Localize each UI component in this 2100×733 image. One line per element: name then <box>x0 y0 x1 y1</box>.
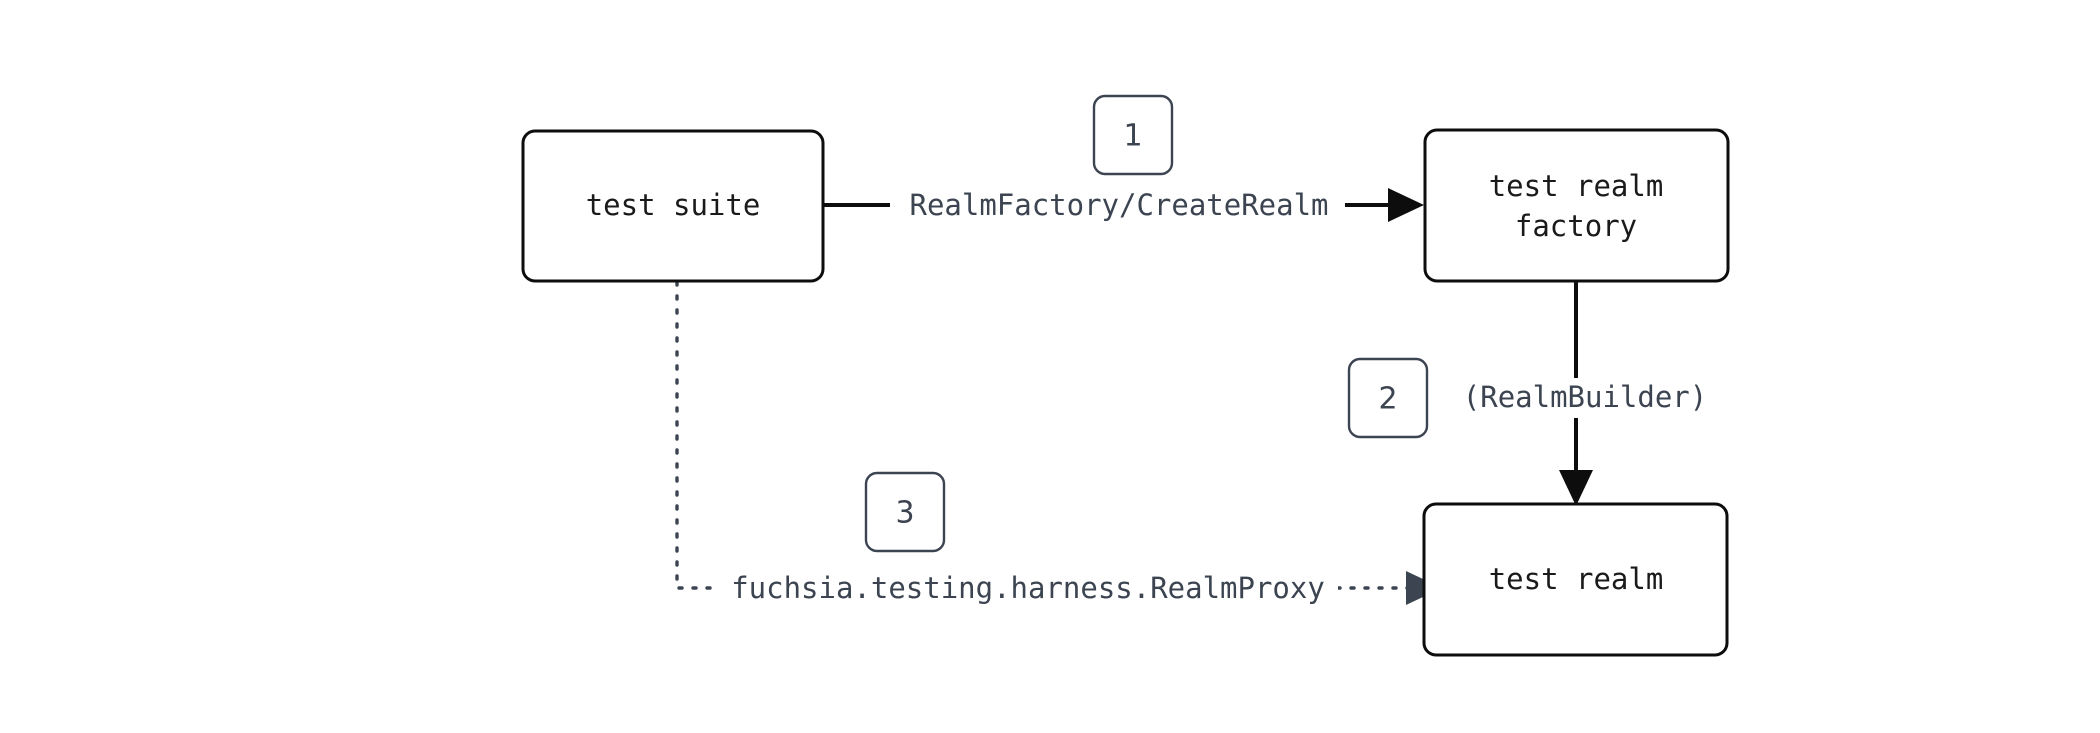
edge-realm-proxy-line <box>675 280 1412 590</box>
edge-realm-proxy: fuchsia.testing.harness.RealmProxy <box>675 280 1442 608</box>
edge-realm-builder: (RealmBuilder) <box>1448 280 1723 506</box>
step-badge-3[interactable]: 3 <box>864 471 946 553</box>
step-badge-2-label: 2 <box>1378 382 1397 417</box>
step-badge-3-label: 3 <box>895 496 914 531</box>
node-test-realm-factory[interactable]: test realm factory <box>1423 128 1730 283</box>
node-test-realm-box[interactable] <box>1422 502 1729 657</box>
node-test-realm-factory-label-line1: test realm <box>1489 169 1664 203</box>
node-test-realm-label: test realm <box>1489 562 1664 596</box>
step-badge-2[interactable]: 2 <box>1347 357 1429 439</box>
node-test-suite-box[interactable] <box>521 129 825 283</box>
edge-create-realm-label-bg <box>890 186 1345 226</box>
edge-realm-proxy-label-bg <box>718 568 1338 608</box>
step-badge-1-box[interactable] <box>1092 94 1174 176</box>
edge-realm-proxy-label: fuchsia.testing.harness.RealmProxy <box>731 571 1325 605</box>
edge-realm-builder-label: (RealmBuilder) <box>1463 380 1707 414</box>
node-test-realm[interactable]: test realm <box>1422 502 1729 657</box>
edge-realm-builder-label-bg <box>1448 378 1723 418</box>
step-badge-2-box[interactable] <box>1347 357 1429 439</box>
edge-create-realm: RealmFactory/CreateRealm <box>823 186 1424 226</box>
edge-create-realm-label: RealmFactory/CreateRealm <box>909 188 1328 222</box>
edge-create-realm-arrowhead <box>1388 188 1424 222</box>
node-test-suite-label: test suite <box>586 188 761 222</box>
node-test-realm-factory-box[interactable] <box>1423 128 1730 283</box>
node-test-suite[interactable]: test suite <box>521 129 825 283</box>
step-badge-3-box[interactable] <box>864 471 946 553</box>
edge-realm-builder-arrowhead <box>1559 470 1593 506</box>
step-badge-1-label: 1 <box>1123 119 1142 154</box>
node-test-realm-factory-label-line2: factory <box>1515 209 1637 243</box>
step-badge-1[interactable]: 1 <box>1092 94 1174 176</box>
